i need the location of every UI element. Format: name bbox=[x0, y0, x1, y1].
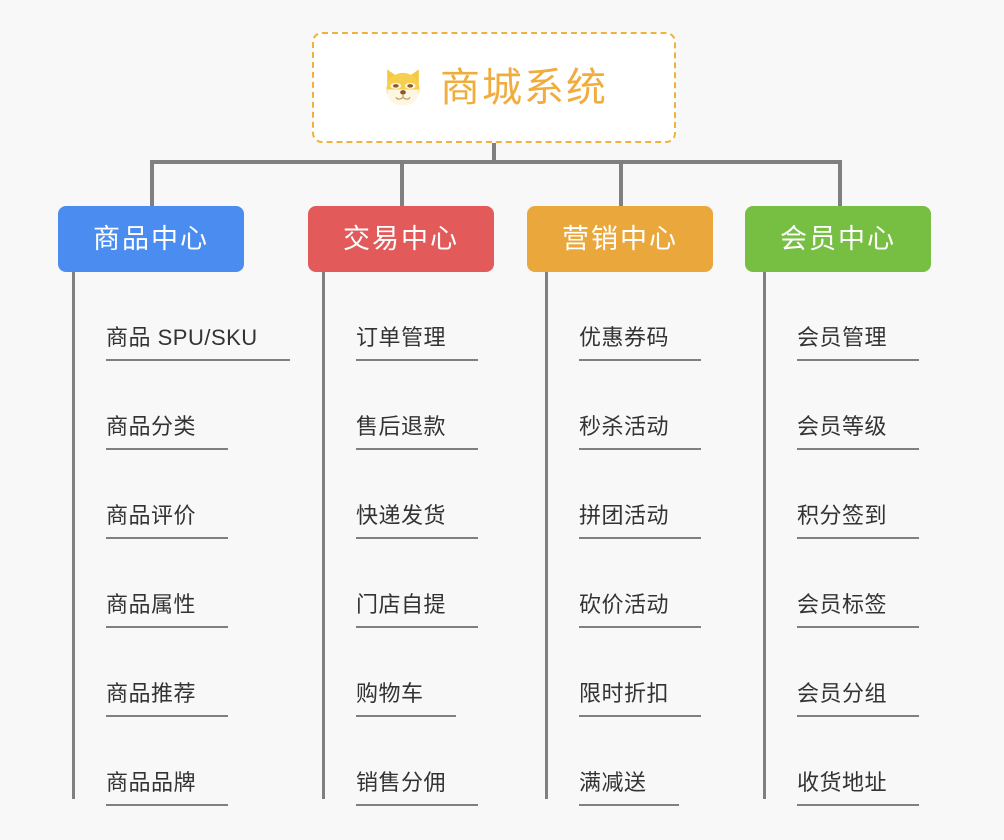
leaf-item[interactable]: 收货地址 bbox=[763, 717, 920, 806]
leaf-item[interactable]: 售后退款 bbox=[322, 361, 479, 450]
leaf-item-label: 门店自提 bbox=[356, 594, 479, 628]
leaf-item[interactable]: 门店自提 bbox=[322, 539, 479, 628]
leaf-item-label: 商品分类 bbox=[106, 416, 229, 450]
leaf-item[interactable]: 会员管理 bbox=[763, 272, 920, 361]
leaf-item[interactable]: 销售分佣 bbox=[322, 717, 479, 806]
leaf-item-label: 满减送 bbox=[579, 772, 679, 806]
leaf-item[interactable]: 会员分组 bbox=[763, 628, 920, 717]
leaf-item-label: 优惠券码 bbox=[579, 327, 702, 361]
leaf-item-label: 商品品牌 bbox=[106, 772, 229, 806]
category-label: 商品中心 bbox=[93, 223, 209, 254]
category-label: 会员中心 bbox=[780, 223, 896, 254]
leaf-item[interactable]: 秒杀活动 bbox=[545, 361, 702, 450]
leaf-item[interactable]: 商品评价 bbox=[72, 450, 290, 539]
leaf-item[interactable]: 会员等级 bbox=[763, 361, 920, 450]
leaf-item[interactable]: 积分签到 bbox=[763, 450, 920, 539]
leaf-item-label: 商品 SPU/SKU bbox=[106, 327, 290, 361]
leaf-item[interactable]: 砍价活动 bbox=[545, 539, 702, 628]
leaf-item[interactable]: 商品属性 bbox=[72, 539, 290, 628]
column-spine bbox=[545, 272, 548, 799]
leaf-column-2: 订单管理售后退款快递发货门店自提购物车销售分佣 bbox=[322, 272, 479, 806]
connector-drop-2 bbox=[400, 160, 404, 207]
leaf-item-label: 限时折扣 bbox=[579, 683, 702, 717]
connector-drop-1 bbox=[150, 160, 154, 207]
leaf-item[interactable]: 商品推荐 bbox=[72, 628, 290, 717]
connector-drop-3 bbox=[619, 160, 623, 207]
leaf-item[interactable]: 拼团活动 bbox=[545, 450, 702, 539]
category-box-2[interactable]: 交易中心 bbox=[308, 206, 494, 272]
leaf-column-4: 会员管理会员等级积分签到会员标签会员分组收货地址 bbox=[763, 272, 920, 806]
category-label: 交易中心 bbox=[343, 223, 459, 254]
category-label: 营销中心 bbox=[562, 223, 678, 254]
leaf-item[interactable]: 购物车 bbox=[322, 628, 478, 717]
root-title: 商城系统 bbox=[440, 65, 608, 110]
connector-root-stem bbox=[492, 143, 496, 164]
leaf-item[interactable]: 会员标签 bbox=[763, 539, 920, 628]
leaf-item-label: 拼团活动 bbox=[579, 505, 702, 539]
leaf-item[interactable]: 商品 SPU/SKU bbox=[72, 272, 290, 361]
column-spine bbox=[72, 272, 75, 799]
leaf-item[interactable]: 限时折扣 bbox=[545, 628, 702, 717]
connector-horizontal-bus bbox=[150, 160, 842, 164]
leaf-column-3: 优惠券码秒杀活动拼团活动砍价活动限时折扣满减送 bbox=[545, 272, 702, 806]
category-box-1[interactable]: 商品中心 bbox=[58, 206, 244, 272]
leaf-item[interactable]: 商品分类 bbox=[72, 361, 290, 450]
leaf-item-label: 会员标签 bbox=[797, 594, 920, 628]
leaf-item-label: 商品属性 bbox=[106, 594, 229, 628]
leaf-item-label: 快递发货 bbox=[356, 505, 479, 539]
leaf-item-label: 商品评价 bbox=[106, 505, 229, 539]
shiba-dog-icon bbox=[386, 68, 420, 105]
leaf-item-label: 会员管理 bbox=[797, 327, 920, 361]
category-box-4[interactable]: 会员中心 bbox=[745, 206, 931, 272]
leaf-item-label: 售后退款 bbox=[356, 416, 479, 450]
leaf-item[interactable]: 快递发货 bbox=[322, 450, 479, 539]
connector-drop-4 bbox=[838, 160, 842, 207]
leaf-item[interactable]: 优惠券码 bbox=[545, 272, 702, 361]
category-box-3[interactable]: 营销中心 bbox=[527, 206, 713, 272]
leaf-item[interactable]: 满减送 bbox=[545, 717, 701, 806]
leaf-item-label: 购物车 bbox=[356, 683, 456, 717]
leaf-item-label: 会员分组 bbox=[797, 683, 920, 717]
leaf-item-label: 销售分佣 bbox=[356, 772, 479, 806]
leaf-item[interactable]: 商品品牌 bbox=[72, 717, 290, 806]
leaf-item-label: 会员等级 bbox=[797, 416, 920, 450]
leaf-item-label: 积分签到 bbox=[797, 505, 920, 539]
root-node[interactable]: 商城系统 bbox=[312, 32, 676, 143]
leaf-item-label: 商品推荐 bbox=[106, 683, 229, 717]
column-spine bbox=[322, 272, 325, 799]
leaf-item-label: 订单管理 bbox=[356, 327, 479, 361]
leaf-item-label: 秒杀活动 bbox=[579, 416, 702, 450]
leaf-item[interactable]: 订单管理 bbox=[322, 272, 479, 361]
column-spine bbox=[763, 272, 766, 799]
leaf-column-1: 商品 SPU/SKU 商品分类商品评价商品属性商品推荐商品品牌 bbox=[72, 272, 290, 806]
leaf-item-label: 砍价活动 bbox=[579, 594, 702, 628]
leaf-item-label: 收货地址 bbox=[797, 772, 920, 806]
